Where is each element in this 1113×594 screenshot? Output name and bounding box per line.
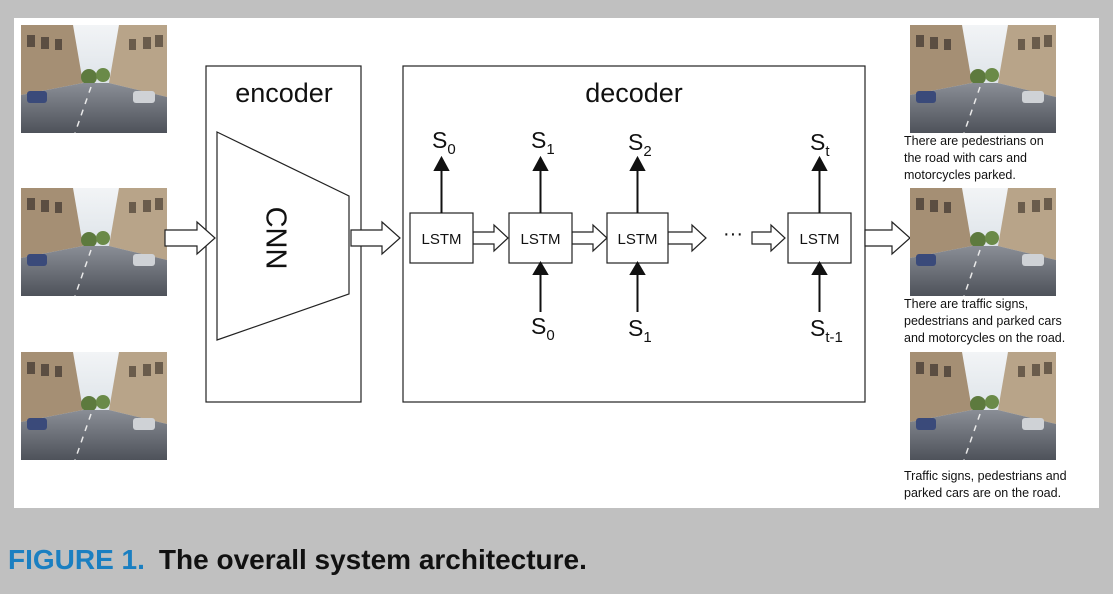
input-symbol-t-1: St-1 <box>810 315 843 346</box>
svg-text:the road with cars and: the road with cars and <box>904 151 1027 165</box>
lstm-cell-3: LSTM <box>606 212 669 264</box>
figure-canvas: encoder CNN decoder ··· LSTM LSTM LSTM L… <box>14 18 1099 508</box>
output-symbol-2: S2 <box>628 129 652 160</box>
input-street-photo-1 <box>20 24 168 134</box>
ellipsis: ··· <box>723 223 743 245</box>
output-street-photo-2 <box>909 187 1057 297</box>
input-symbol-1: S1 <box>628 315 652 346</box>
output-street-photo-1 <box>909 24 1057 134</box>
svg-text:pedestrians and parked cars: pedestrians and parked cars <box>904 314 1062 328</box>
svg-text:motorcycles parked.: motorcycles parked. <box>904 168 1016 182</box>
svg-text:Traffic signs, pedestrians and: Traffic signs, pedestrians and <box>904 469 1067 483</box>
arrow-decoder-to-output <box>864 220 911 256</box>
architecture-diagram: encoder CNN decoder ··· LSTM LSTM LSTM L… <box>20 24 1067 500</box>
input-street-photo-3 <box>20 351 168 461</box>
arrow-lstm-3-ellipsis <box>667 223 707 253</box>
output-symbol-t: St <box>810 129 830 160</box>
arrow-lstm-2-3 <box>571 223 608 253</box>
lstm-cell-2: LSTM <box>508 212 573 264</box>
decoder-title: decoder <box>585 78 683 108</box>
svg-text:There are traffic signs,: There are traffic signs, <box>904 297 1028 311</box>
input-symbol-0: S0 <box>531 313 555 344</box>
input-street-photo-2 <box>20 187 168 297</box>
svg-text:parked cars are on the road.: parked cars are on the road. <box>904 486 1061 500</box>
lstm-cell-t: LSTM <box>787 212 852 264</box>
lstm-label: LSTM <box>799 231 839 248</box>
output-symbol-0: S0 <box>432 127 456 158</box>
arrow-encoder-to-decoder <box>350 220 401 256</box>
arrow-input-to-encoder <box>164 220 216 256</box>
arrow-ellipsis-lstm-t <box>751 223 786 253</box>
lstm-label: LSTM <box>421 231 461 248</box>
output-street-photo-3 <box>909 351 1057 461</box>
figure-caption: FIGURE 1. The overall system architecture… <box>8 544 587 576</box>
cnn-label: CNN <box>259 207 291 270</box>
generated-caption-2: There are traffic signs, pedestrians and… <box>904 297 1065 345</box>
generated-caption-3: Traffic signs, pedestrians and parked ca… <box>904 469 1067 500</box>
lstm-label: LSTM <box>520 231 560 248</box>
lstm-cell-1: LSTM <box>409 212 474 264</box>
figure-label: FIGURE 1. <box>8 544 145 575</box>
generated-caption-1: There are pedestrians on the road with c… <box>904 134 1044 182</box>
cnn-trapezoid <box>216 131 350 341</box>
lstm-label: LSTM <box>617 231 657 248</box>
output-symbol-1: S1 <box>531 127 555 158</box>
encoder-title: encoder <box>235 78 333 108</box>
figure-title: The overall system architecture. <box>158 544 587 575</box>
arrow-lstm-1-2 <box>472 223 509 253</box>
svg-text:There are pedestrians on: There are pedestrians on <box>904 134 1044 148</box>
svg-text:and motorcycles on the road.: and motorcycles on the road. <box>904 331 1065 345</box>
